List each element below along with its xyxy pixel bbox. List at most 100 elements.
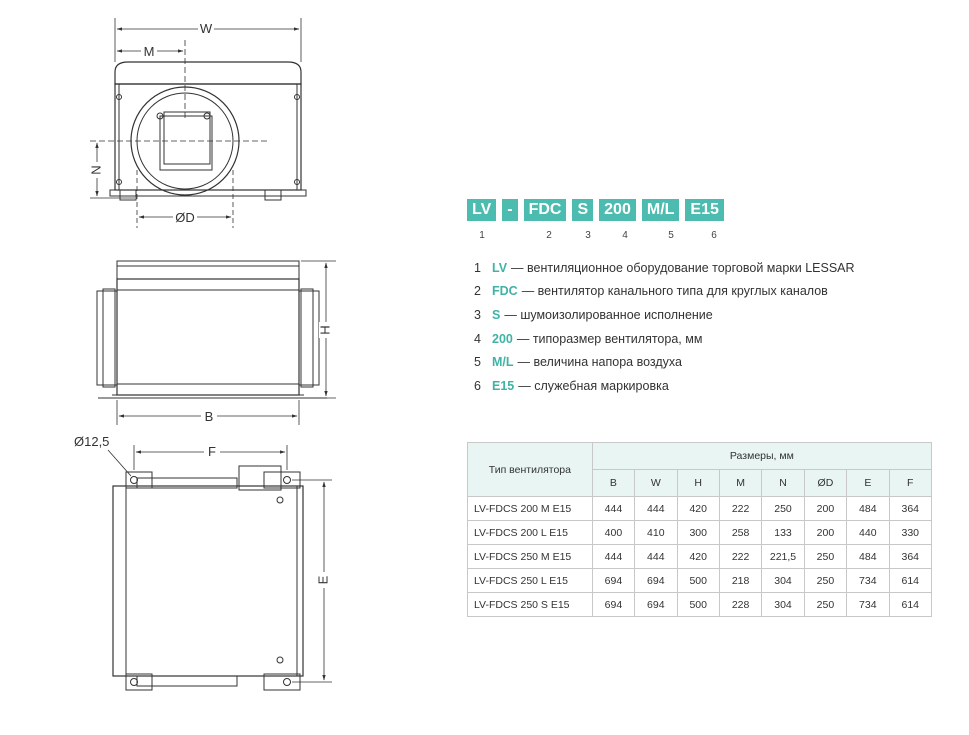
dimensions-group-header: Размеры, мм — [591, 442, 933, 470]
code-part-e15: E15 — [685, 199, 724, 221]
legend-code: S — [492, 307, 501, 322]
legend-code: FDC — [492, 284, 518, 299]
legend-item: 2 FDC — вентилятор канального типа для к… — [474, 280, 855, 304]
model-code: LV - FDC S 200 M/L E15 — [467, 199, 724, 221]
table-cell: 420 — [676, 544, 720, 569]
table-cell: 221,5 — [761, 544, 805, 569]
code-part-fdc: FDC — [523, 199, 567, 221]
dim-od-label: ØD — [175, 210, 195, 225]
table-cell: 222 — [718, 496, 763, 521]
legend-number: 1 — [474, 260, 481, 275]
code-part-pressure: M/L — [641, 199, 680, 221]
table-cell: 222 — [718, 544, 763, 569]
table-cell: 500 — [676, 568, 720, 593]
legend-item: 3 S — шумоизолированное исполнение — [474, 303, 855, 327]
column-header: N — [761, 469, 805, 497]
code-number: 6 — [711, 230, 717, 241]
legend-number: 6 — [474, 378, 481, 393]
table-row: LV-FDCS 250 L E15 694 694 500 218 304 25… — [467, 568, 933, 593]
table-cell: 484 — [846, 496, 890, 521]
dim-n-label: N — [88, 165, 103, 174]
table-cell: 444 — [634, 544, 678, 569]
side-view — [96, 260, 336, 425]
dim-hole-label: Ø12,5 — [74, 434, 109, 449]
code-part-s: S — [572, 199, 594, 221]
table-cell: 258 — [718, 520, 763, 545]
code-number: 2 — [546, 230, 552, 241]
top-view — [107, 445, 332, 691]
code-part-dash: - — [502, 199, 518, 221]
table-cell: 200 — [803, 496, 848, 521]
fan-type-cell: LV-FDCS 200 L E15 — [467, 520, 593, 545]
technical-drawing: W M N ØD H B Ø12,5 F E — [74, 18, 336, 691]
table-cell: 500 — [676, 592, 720, 617]
table-cell: 300 — [676, 520, 720, 545]
fan-type-cell: LV-FDCS 200 M E15 — [467, 496, 593, 521]
type-column-header: Тип вентилятора — [467, 442, 593, 497]
code-legend: 1 LV — вентиляционное оборудование торго… — [474, 256, 855, 398]
table-cell: 250 — [803, 568, 848, 593]
table-cell: 200 — [803, 520, 848, 545]
column-header: F — [888, 469, 933, 497]
fan-type-cell: LV-FDCS 250 M E15 — [467, 544, 593, 569]
column-header: ØD — [803, 469, 848, 497]
legend-item: 5 M/L — величина напора воздуха — [474, 350, 855, 374]
table-cell: 400 — [591, 520, 636, 545]
column-header: B — [591, 469, 636, 497]
table-cell: 304 — [761, 568, 805, 593]
table-cell: 734 — [846, 568, 890, 593]
dim-f-label: F — [208, 444, 216, 459]
table-cell: 694 — [634, 592, 678, 617]
dim-w-label: W — [200, 21, 213, 36]
dim-h-label: H — [317, 325, 332, 334]
table-cell: 364 — [888, 496, 933, 521]
legend-code: M/L — [492, 355, 514, 370]
code-number: 4 — [622, 230, 628, 241]
legend-number: 2 — [474, 284, 481, 299]
table-cell: 614 — [888, 592, 933, 617]
table-cell: 250 — [803, 592, 848, 617]
table-row: LV-FDCS 250 S E15 694 694 500 228 304 25… — [467, 592, 933, 617]
column-header: M — [718, 469, 763, 497]
legend-code: LV — [492, 260, 508, 275]
table-cell: 444 — [634, 496, 678, 521]
table-cell: 364 — [888, 544, 933, 569]
legend-number: 4 — [474, 331, 481, 346]
legend-text: — типоразмер вентилятора, мм — [516, 331, 703, 346]
code-part-lv: LV — [467, 199, 497, 221]
table-cell: 614 — [888, 568, 933, 593]
table-cell: 330 — [888, 520, 933, 545]
table-cell: 694 — [591, 592, 636, 617]
column-header: E — [846, 469, 890, 497]
table-cell: 694 — [591, 568, 636, 593]
legend-number: 3 — [474, 307, 481, 322]
table-cell: 444 — [591, 496, 636, 521]
table-row: LV-FDCS 250 M E15 444 444 420 222 221,5 … — [467, 544, 933, 569]
code-part-size: 200 — [599, 199, 636, 221]
code-number: 5 — [668, 230, 674, 241]
table-row: LV-FDCS 200 M E15 444 444 420 222 250 20… — [467, 496, 933, 521]
table-cell: 444 — [591, 544, 636, 569]
table-cell: 218 — [718, 568, 763, 593]
table-cell: 410 — [634, 520, 678, 545]
legend-item: 6 E15 — служебная маркировка — [474, 374, 855, 398]
code-number: 1 — [479, 230, 485, 241]
dim-e-label: E — [315, 575, 330, 584]
table-cell: 440 — [846, 520, 890, 545]
column-header: H — [676, 469, 720, 497]
dim-b-label: B — [205, 409, 214, 424]
dimensions-table: Тип вентилятора Размеры, мм B W H M N ØD… — [467, 442, 933, 617]
table-row: LV-FDCS 200 L E15 400 410 300 258 133 20… — [467, 520, 933, 545]
legend-number: 5 — [474, 355, 481, 370]
legend-code: 200 — [492, 331, 513, 346]
legend-text: — шумоизолированное исполнение — [504, 307, 713, 322]
table-cell: 250 — [761, 496, 805, 521]
legend-item: 4 200 — типоразмер вентилятора, мм — [474, 327, 855, 351]
legend-item: 1 LV — вентиляционное оборудование торго… — [474, 256, 855, 280]
table-cell: 694 — [634, 568, 678, 593]
legend-text: — служебная маркировка — [518, 378, 669, 393]
dim-m-label: M — [144, 44, 155, 59]
table-cell: 420 — [676, 496, 720, 521]
code-number: 3 — [585, 230, 591, 241]
table-cell: 228 — [718, 592, 763, 617]
